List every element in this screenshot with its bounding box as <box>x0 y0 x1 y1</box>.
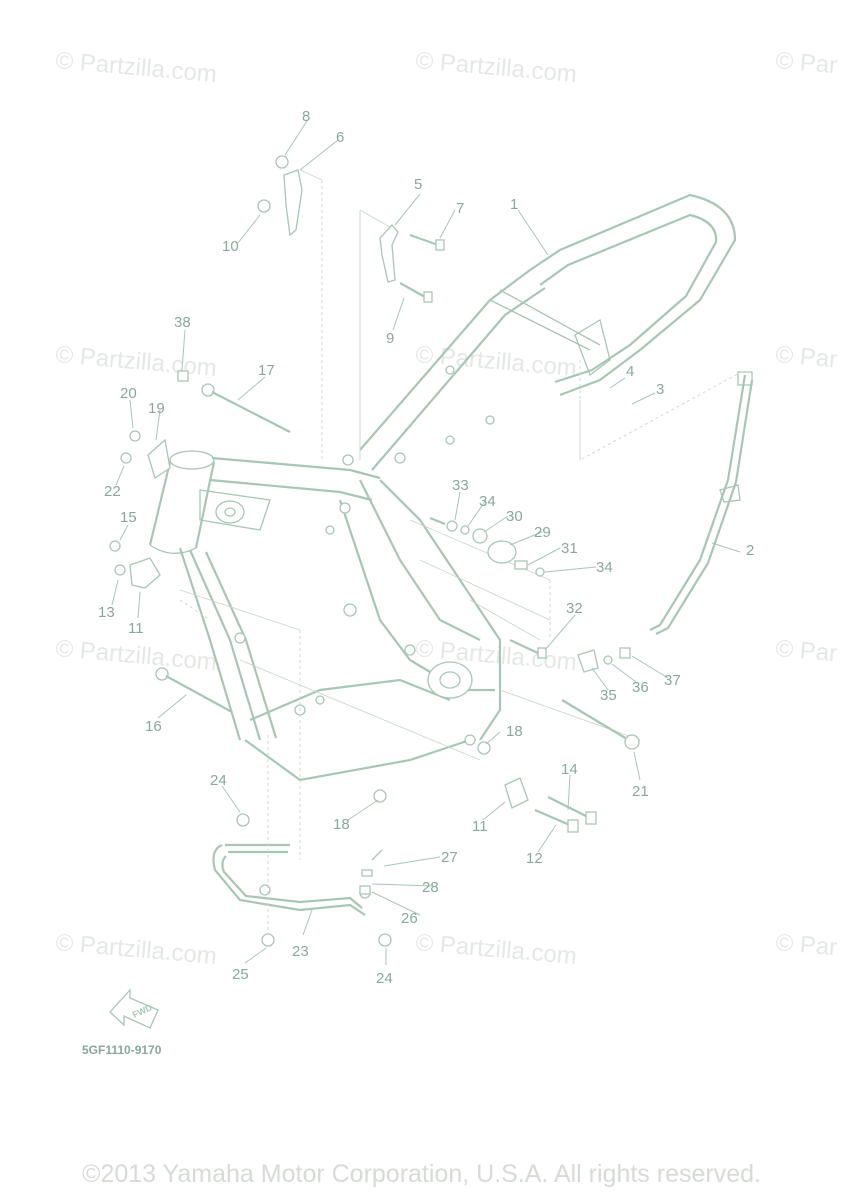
callout-11-lower: 11 <box>472 818 488 835</box>
callout-13: 13 <box>98 604 115 621</box>
watermark: © Partzilla.com <box>414 341 577 382</box>
callout-18-lower: 18 <box>333 816 350 833</box>
hardware-parts <box>109 155 640 947</box>
callout-27: 27 <box>441 849 458 866</box>
callout-30: 30 <box>506 508 523 525</box>
callout-16: 16 <box>145 718 162 735</box>
lower-guard <box>212 843 371 916</box>
watermark: © Partzilla.com <box>414 929 577 970</box>
watermark: © Partzilla.com <box>54 47 217 88</box>
watermark: © Partzilla.com <box>414 47 577 88</box>
callout-14: 14 <box>561 761 578 778</box>
callout-34-upper: 34 <box>479 493 496 510</box>
callout-37: 37 <box>664 672 681 689</box>
watermark: © Par <box>774 47 838 79</box>
callout-38: 38 <box>174 314 191 331</box>
fwd-arrow-icon: FWD <box>109 988 159 1029</box>
solid-guide-lines <box>179 169 641 761</box>
callout-35: 35 <box>600 687 617 704</box>
leader-lines <box>111 120 741 965</box>
callout-19: 19 <box>148 400 165 417</box>
callout-7: 7 <box>456 200 464 217</box>
callout-10: 10 <box>222 238 239 255</box>
callout-36: 36 <box>632 679 649 696</box>
callout-17: 17 <box>258 362 275 379</box>
callout-22: 22 <box>104 483 121 500</box>
main-frame <box>148 193 737 782</box>
callout-21: 21 <box>632 783 649 800</box>
callout-6: 6 <box>336 129 344 146</box>
watermark: © Par <box>774 635 838 667</box>
watermark: © Partzilla.com <box>54 341 217 382</box>
callout-8: 8 <box>302 108 310 125</box>
watermark: © Partzilla.com <box>54 635 217 676</box>
callout-23: 23 <box>292 943 309 960</box>
callout-26: 26 <box>401 910 418 927</box>
drawing-code: 5GF1110-9170 <box>82 1043 162 1057</box>
callout-24-lower: 24 <box>376 970 393 987</box>
callout-33: 33 <box>452 477 469 494</box>
callout-11-upper: 11 <box>128 620 144 637</box>
callout-20: 20 <box>120 385 137 402</box>
watermark: © Par <box>774 341 838 373</box>
callout-3: 3 <box>656 381 664 398</box>
copyright-notice: ©2013 Yamaha Motor Corporation, U.S.A. A… <box>82 1160 761 1188</box>
callout-15: 15 <box>120 509 137 526</box>
subframe-rail <box>649 371 754 635</box>
callout-25: 25 <box>232 966 249 983</box>
callout-4: 4 <box>626 363 634 380</box>
callout-18-upper: 18 <box>506 723 523 740</box>
watermarks: © Partzilla.com © Partzilla.com © Par © … <box>54 47 838 970</box>
callout-24-upper: 24 <box>210 772 227 789</box>
callout-12: 12 <box>526 850 543 867</box>
callout-29: 29 <box>534 524 551 541</box>
watermark: © Par <box>774 929 838 961</box>
callout-9: 9 <box>386 330 394 347</box>
callout-32: 32 <box>566 600 583 617</box>
callout-5: 5 <box>414 176 422 193</box>
callout-28: 28 <box>422 879 439 896</box>
guide-lines <box>179 180 746 940</box>
watermark: © Partzilla.com <box>54 929 217 970</box>
callout-2: 2 <box>746 542 754 559</box>
callout-1: 1 <box>510 196 518 213</box>
callouts: 1 2 3 4 5 6 7 8 9 10 11 11 12 13 14 15 1… <box>98 108 754 987</box>
callout-31: 31 <box>561 540 578 557</box>
callout-34-lower: 34 <box>596 559 613 576</box>
